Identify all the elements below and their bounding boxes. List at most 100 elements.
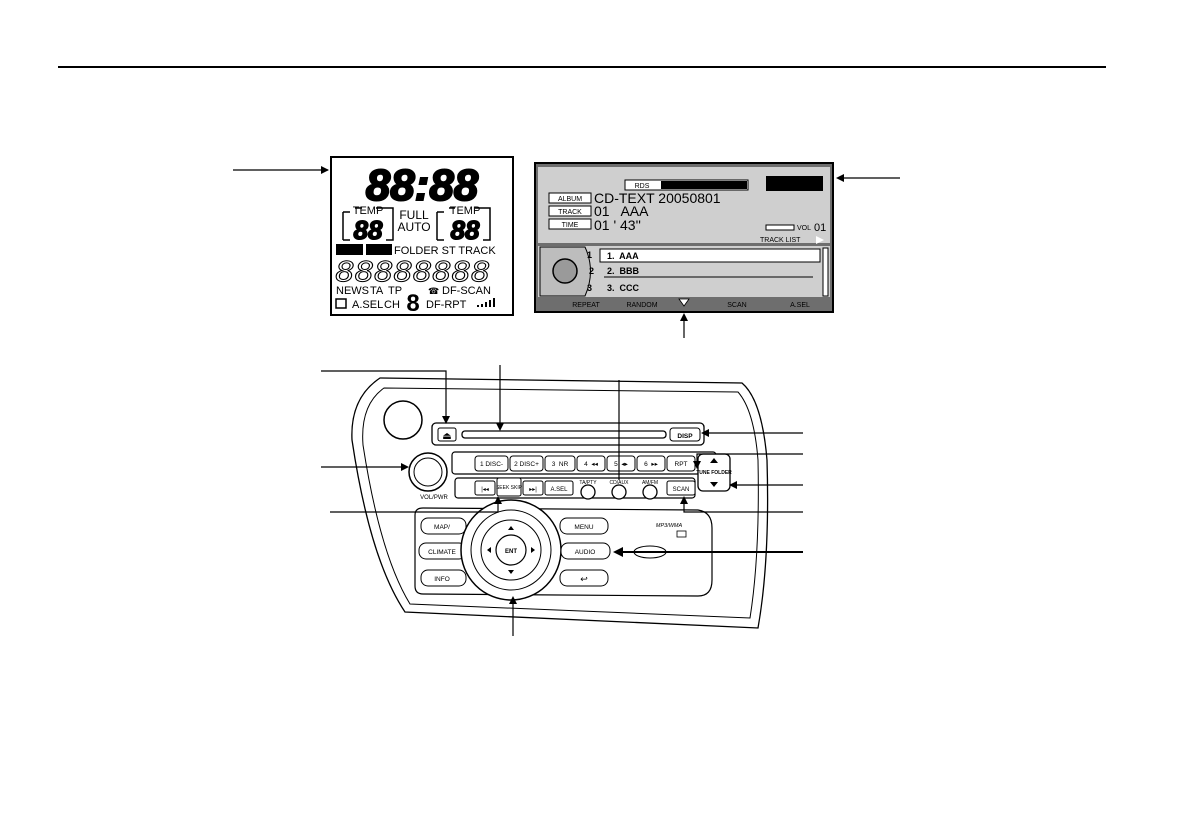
list-scrollbar <box>822 247 829 297</box>
callout-clock-display <box>233 166 329 174</box>
news-indicator: NEWS <box>336 285 369 297</box>
preset-buttons: 1 DISC- 2 DISC+ 3 NR 4 ◂◂ 5 ◂▸ 6 ▸▸ RPT <box>474 455 696 472</box>
asel-label: A.SEL <box>550 487 568 493</box>
menu-down-arrow-icon <box>678 298 690 307</box>
list-item-1: 1. AAA <box>607 251 639 261</box>
callout-eject <box>321 370 450 424</box>
cd-slot-icon <box>335 298 347 309</box>
disp-label: DISP <box>677 433 693 440</box>
menu-repeat: REPEAT <box>572 302 600 309</box>
info-label: INFO <box>434 576 450 583</box>
air-vent <box>383 400 423 440</box>
tune-up-icon <box>710 458 718 463</box>
callout-rpt <box>693 453 803 469</box>
audio-label: AUDIO <box>575 549 596 556</box>
preset-4-label: 4 ◂◂ <box>584 461 598 468</box>
clock-climate-display: 88:88 TEMP 88 FULL AUTO TEMP 88 MP3 WMA … <box>330 156 514 317</box>
disp-button[interactable] <box>669 427 701 442</box>
eject-button[interactable] <box>437 427 457 442</box>
track-list-arrow-icon <box>816 236 824 244</box>
info-button[interactable] <box>420 569 467 587</box>
mode-line2: AUTO <box>397 220 430 234</box>
dial-down-icon <box>508 570 514 574</box>
source-label: CD <box>786 177 804 191</box>
interface-dial-center[interactable] <box>495 534 527 566</box>
back-button[interactable] <box>559 569 609 587</box>
preset-3-label: 3 NR <box>552 461 569 468</box>
preset-5-button[interactable] <box>606 455 636 472</box>
time-value: 01 ' 43'' <box>594 217 641 233</box>
next-button[interactable] <box>522 480 544 496</box>
callout-disp <box>701 429 803 437</box>
callout-scan <box>680 496 803 513</box>
list-number-3: 3 <box>587 283 592 293</box>
segment-row: 88888888 <box>336 255 491 288</box>
preset-3-button[interactable] <box>544 455 576 472</box>
list-number-1: 1 <box>587 250 592 260</box>
vol-knob-label: VOL/PWR <box>420 495 448 501</box>
list-item-2: 2. BBB <box>607 266 640 276</box>
badge-row-text: FOLDER ST TRACK <box>394 245 496 257</box>
asel-indicator: A.SEL <box>352 299 383 311</box>
ta-pty-button[interactable] <box>580 484 596 500</box>
scan-button[interactable] <box>666 480 696 496</box>
menu-scan: SCAN <box>727 302 746 309</box>
callout-cd-slot <box>496 365 504 431</box>
map-button[interactable] <box>420 517 467 535</box>
am-fm-button[interactable] <box>642 484 658 500</box>
track-list-label: TRACK LIST <box>760 237 801 244</box>
temp-value-right: 88 <box>451 215 480 245</box>
tune-down-icon <box>710 482 718 487</box>
mode-line1: FULL <box>399 208 429 222</box>
menu-label: MENU <box>574 524 593 531</box>
tp-indicator: TP <box>388 285 402 297</box>
preset-1-button[interactable] <box>474 455 509 472</box>
dial-left-icon <box>487 547 491 553</box>
list-number-2: 2 <box>589 266 594 276</box>
album-tag: ALBUM <box>558 196 582 203</box>
preset-2-button[interactable] <box>509 455 544 472</box>
map-label: MAP/ <box>434 524 450 531</box>
audio-control-panel: ⏏ DISP 1 DISC- 2 DISC+ 3 NR 4 ◂◂ 5 ◂▸ 6 … <box>351 377 769 629</box>
cd-aux-label: CD/AUX <box>610 480 630 486</box>
callout-seek-skip <box>330 496 502 513</box>
track-value: 01 AAA <box>594 203 649 219</box>
menu-random: RANDOM <box>626 302 657 309</box>
eject-icon: ⏏ <box>442 431 451 442</box>
disc-icon <box>552 258 578 284</box>
badge-wma: WMA <box>368 245 390 255</box>
preset-1-label: 1 DISC- <box>480 461 503 468</box>
signal-strength-icon <box>477 298 495 307</box>
temp-label-right: TEMP <box>450 205 481 217</box>
preset-6-label: 6 ▸▸ <box>644 461 658 468</box>
tune-folder-label: TUNE FOLDER <box>696 470 732 476</box>
next-label: ▸▸| <box>529 487 537 493</box>
cd-aux-button[interactable] <box>611 484 627 500</box>
cd-slot <box>461 430 667 439</box>
rpt-label: RPT <box>675 461 688 468</box>
track-tag: TRACK <box>558 209 582 216</box>
audio-button[interactable] <box>560 542 611 560</box>
callout-interface-dial <box>509 596 517 636</box>
callout-menu-arrow <box>680 313 688 338</box>
vol-value: 01 <box>814 222 826 234</box>
back-icon: ↩ <box>580 574 588 584</box>
callout-navigation-screen <box>836 174 900 182</box>
prev-button[interactable] <box>474 480 496 496</box>
asel-button[interactable] <box>544 480 574 496</box>
seek-skip-button[interactable] <box>496 477 522 497</box>
callout-tune-folder <box>729 481 803 489</box>
volume-bar <box>765 224 795 231</box>
preset-5-label: 5 ◂▸ <box>614 461 628 468</box>
prev-label: |◂◂ <box>481 487 489 493</box>
usb-port-icon <box>676 530 687 538</box>
preset-4-button[interactable] <box>576 455 606 472</box>
phone-icon: ☎ <box>428 286 439 296</box>
big-digit: 8 <box>406 290 419 317</box>
menu-asel: A.SEL <box>790 302 810 309</box>
preset-2-label: 2 DISC+ <box>514 461 539 468</box>
scan-label: SCAN <box>673 487 690 493</box>
preset-6-button[interactable] <box>636 455 666 472</box>
menu-button[interactable] <box>559 517 609 535</box>
